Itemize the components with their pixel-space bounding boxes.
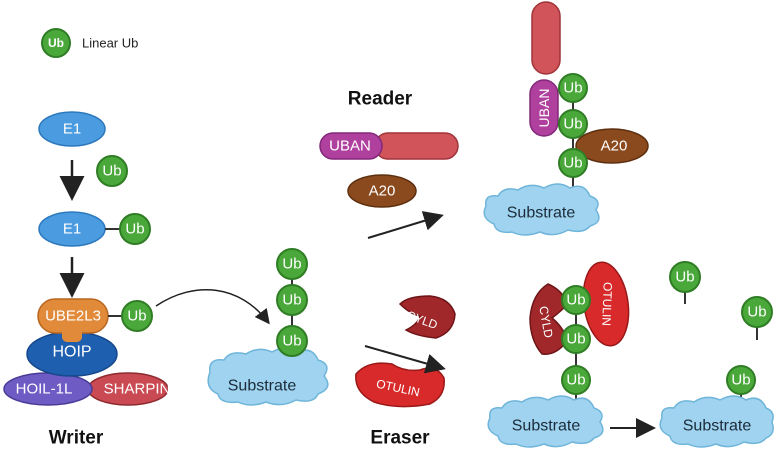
final-substrate xyxy=(659,395,774,448)
central-ub-3-text: Ub xyxy=(282,333,301,350)
eraser-ub-2 xyxy=(561,324,591,354)
legend-label: Linear Ub xyxy=(82,36,138,51)
final-ub xyxy=(726,365,756,395)
ub-on-ube2l3 xyxy=(121,300,153,332)
eraser-substrate-label: Substrate xyxy=(512,418,581,435)
legend: Ub Linear Ub xyxy=(41,28,138,58)
hoil-label: HOIL-1L xyxy=(16,381,73,398)
eraser-cyld-label: CYLD xyxy=(536,305,555,339)
ube2l3-stalk xyxy=(62,328,82,342)
reader-ub-2 xyxy=(558,109,588,139)
reader-substrate-label: Substrate xyxy=(507,205,576,222)
reader-red-bar xyxy=(374,132,459,160)
eraser-ub-3-text: Ub xyxy=(566,372,585,389)
a20-shape xyxy=(347,174,417,208)
eraser-otulin-label: OTULIN xyxy=(599,282,615,326)
released-ub-2 xyxy=(741,296,773,328)
arrow-eraser xyxy=(364,345,446,374)
ube2l3-label: UBE2L3 xyxy=(45,308,101,325)
e1-top xyxy=(38,111,106,147)
central-ub-2 xyxy=(276,284,308,316)
reader-section: Reader UBAN A20 Substrate UBAN A20 Ub Ub… xyxy=(319,1,649,239)
writer-heading: Writer xyxy=(49,428,104,449)
eraser-ub-1-text: Ub xyxy=(566,292,585,309)
central-substrate xyxy=(207,347,329,406)
ub-free xyxy=(96,155,128,187)
reader-ub-3 xyxy=(558,148,588,178)
reader-ub-3-text: Ub xyxy=(563,155,582,172)
arrow-curved-to-substrate xyxy=(155,288,270,325)
final-substrate-label: Substrate xyxy=(683,418,752,435)
eraser-ub-3 xyxy=(561,365,591,395)
central-substrate-label: Substrate xyxy=(228,378,297,395)
central-substrate-group: Substrate Ub Ub Ub xyxy=(207,248,329,406)
a20-label: A20 xyxy=(369,183,396,200)
ub-free-text: Ub xyxy=(102,163,121,180)
reader-ub-1 xyxy=(558,73,588,103)
eraser-ub-2-text: Ub xyxy=(566,331,585,348)
released-ub-1 xyxy=(669,261,701,293)
released-ub-2-text: Ub xyxy=(747,304,766,321)
final-ub-text: Ub xyxy=(731,372,750,389)
reader-complex-red-bar xyxy=(531,1,561,75)
uban-shape xyxy=(319,132,383,160)
reader-uban-shape xyxy=(529,79,559,137)
uban-label: UBAN xyxy=(329,138,371,155)
ub-on-e1-text: Ub xyxy=(125,221,144,238)
ub-on-e1 xyxy=(119,213,151,245)
eraser-ub-1 xyxy=(561,285,591,315)
e1-loaded-label: E1 xyxy=(63,221,81,238)
ub-on-ube2l3-text: Ub xyxy=(127,308,146,325)
hoip-label: HOIP xyxy=(52,344,91,361)
eraser-substrate xyxy=(487,395,604,448)
eraser-heading: Eraser xyxy=(370,428,430,449)
writer-section: E1 Ub E1 Ub SHARPIN HOIL-1L HOIP UBE2L3 … xyxy=(3,111,270,449)
reader-a20-label: A20 xyxy=(601,138,628,155)
reader-ub-1-text: Ub xyxy=(563,80,582,97)
reader-a20-shape xyxy=(575,128,649,164)
legend-ub-text: Ub xyxy=(48,36,64,50)
legend-ub-icon xyxy=(41,28,71,58)
reader-substrate xyxy=(483,183,600,236)
cyld-shape xyxy=(398,295,456,339)
reader-ub-2-text: Ub xyxy=(563,116,582,133)
central-ub-1-text: Ub xyxy=(282,256,301,273)
central-ub-3 xyxy=(276,325,308,357)
otulin-shape xyxy=(355,362,445,408)
eraser-section: Eraser CYLD OTULIN Substrate CYLD OTULIN… xyxy=(355,261,774,449)
reader-uban-label: UBAN xyxy=(536,89,552,128)
central-ub-2-text: Ub xyxy=(282,292,301,309)
central-ub-1 xyxy=(276,248,308,280)
released-ub-1-text: Ub xyxy=(675,269,694,286)
reader-heading: Reader xyxy=(348,89,413,110)
sharpin-label: SHARPIN xyxy=(104,381,171,398)
e1-top-label: E1 xyxy=(63,121,81,138)
arrow-reader xyxy=(367,211,444,239)
